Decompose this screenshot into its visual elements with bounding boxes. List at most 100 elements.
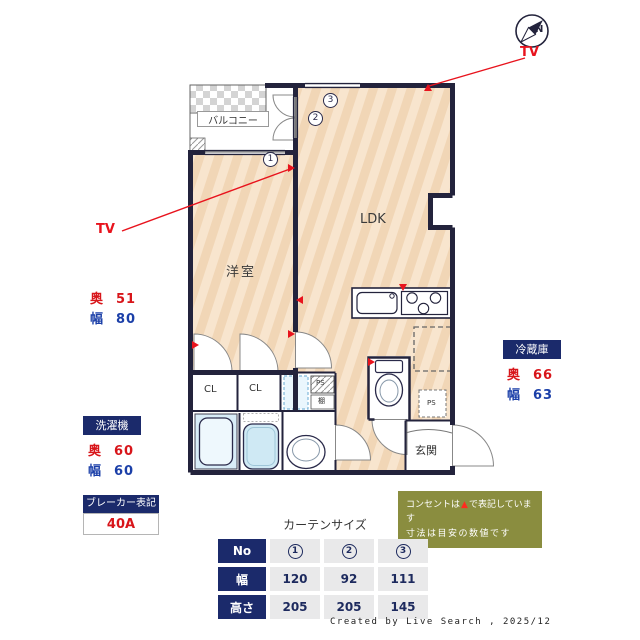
circled-number-1: 1	[287, 543, 303, 559]
washer-width-measure: 幅 60	[88, 460, 134, 479]
table-cell-no-3: 3	[378, 539, 428, 563]
table-cell-width-2: 92	[324, 567, 374, 591]
depth-value: 66	[533, 368, 554, 383]
circled-number-3: 3	[395, 543, 411, 559]
table-cell-width-1: 120	[270, 567, 320, 591]
curtain-size-table: No 1 2 3 幅 120 92 111 高さ 205 205 145	[218, 539, 428, 623]
width-label: 幅	[90, 312, 105, 327]
bath-counter	[243, 413, 279, 422]
toilet-door-arc	[371, 419, 408, 456]
bathtub-inner	[246, 427, 276, 466]
depth-label: 奥	[88, 444, 103, 459]
tv-label-top: TV	[520, 45, 539, 60]
outlet-marker	[424, 84, 432, 91]
outer-walls	[188, 83, 455, 475]
outlet-marker	[192, 341, 199, 349]
depth-label: 奥	[90, 292, 105, 307]
western-room-label: 洋室	[226, 265, 257, 280]
shelf-box	[310, 394, 335, 410]
balcony-casement-arc-2	[272, 117, 296, 141]
ps1-label: PS	[316, 379, 325, 387]
outlet-marker	[399, 284, 407, 291]
outlet-marker	[288, 330, 295, 338]
width-value: 63	[533, 388, 554, 403]
tv-leader-line-top	[428, 57, 526, 87]
outlet-triangle-glyph: ▲	[461, 500, 468, 510]
door-arcs	[193, 94, 495, 467]
table-row-height: 高さ 205 205 145	[218, 595, 428, 619]
table-header-height: 高さ	[218, 595, 266, 619]
tv-leader-line-left	[121, 168, 291, 232]
compass-n-label: N	[535, 24, 544, 35]
wall-notch	[430, 195, 452, 228]
pipe-space-2	[418, 389, 447, 418]
table-cell-no-2: 2	[324, 539, 374, 563]
burner-1	[406, 292, 418, 304]
washer-pan-inner	[198, 417, 234, 466]
pipe-space-1	[310, 375, 335, 394]
table-row-no: No 1 2 3	[218, 539, 428, 563]
interior-walls	[190, 371, 452, 472]
width-label: 幅	[88, 464, 103, 479]
ldk-label: LDK	[360, 212, 386, 227]
washer-title-badge: 洗濯機	[83, 416, 141, 435]
note-text: で表記しています	[406, 500, 532, 525]
entrance-step	[405, 429, 453, 434]
table-header-no: No	[218, 539, 266, 563]
toilet-room-walls	[367, 356, 411, 421]
ps2-label: PS	[427, 399, 436, 407]
closet2-label: CL	[249, 383, 262, 394]
burner-2	[429, 292, 442, 304]
circled-number-2: 2	[341, 543, 357, 559]
kitchen-sink	[356, 291, 398, 315]
tv-label-left: TV	[96, 222, 115, 237]
compass-icon	[515, 14, 549, 48]
outlet-marker	[296, 296, 303, 304]
table-cell-height-3: 145	[378, 595, 428, 619]
width-value: 60	[114, 464, 135, 479]
burner-3	[417, 302, 430, 315]
table-row-width: 幅 120 92 111	[218, 567, 428, 591]
note-line-1: コンセントは▲で表記しています	[406, 498, 534, 527]
shelf-label: 棚	[318, 397, 325, 405]
outlet-note-box: コンセントは▲で表記しています 寸法は目安の数値です	[398, 491, 542, 549]
table-cell-height-1: 205	[270, 595, 320, 619]
western-room-door-arc	[295, 331, 333, 369]
depth-value: 60	[114, 444, 135, 459]
outlet-marker	[288, 164, 295, 172]
table-cell-width-3: 111	[378, 567, 428, 591]
washroom-door-arc	[335, 424, 372, 461]
depth-value: 51	[116, 292, 137, 307]
depth-label: 奥	[507, 368, 522, 383]
wash-basin-inner	[292, 438, 320, 462]
table-cell-no-1: 1	[270, 539, 320, 563]
entrance-area	[405, 420, 452, 472]
bathtub	[242, 423, 280, 470]
breaker-value: 40A	[83, 513, 159, 535]
window-symbols	[205, 82, 360, 156]
fridge-title-badge: 冷蔵庫	[503, 340, 561, 359]
note-line-2: 寸法は目安の数値です	[406, 528, 512, 539]
entrance-door-arc	[452, 424, 495, 467]
credit-text: Created by Live Search , 2025/12	[330, 617, 552, 627]
entrance-label: 玄関	[415, 444, 437, 457]
note-text: コンセントは	[406, 500, 461, 510]
closet1-label: CL	[204, 384, 217, 395]
fridge-depth-measure: 奥 66	[507, 364, 553, 383]
table-header-width: 幅	[218, 567, 266, 591]
curtain-size-title: カーテンサイズ	[283, 518, 367, 532]
washer-depth-measure: 奥 60	[88, 440, 134, 459]
balcony-casement-arc-1	[272, 94, 296, 118]
window-marker-2: 2	[308, 111, 323, 126]
window-marker-3: 3	[323, 93, 338, 108]
outlet-marker	[368, 358, 375, 366]
western-depth-measure: 奥 51	[90, 288, 136, 307]
wash-basin	[286, 434, 326, 470]
toilet-tank	[374, 359, 404, 374]
toilet-bowl-inner	[379, 379, 399, 403]
kitchen-faucet	[389, 293, 395, 299]
